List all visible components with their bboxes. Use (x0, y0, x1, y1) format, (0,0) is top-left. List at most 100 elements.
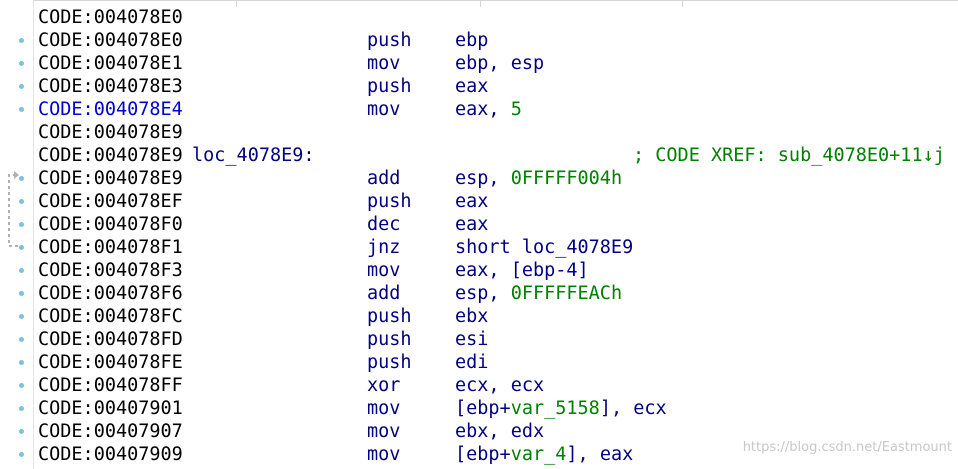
operands[interactable]: eax, 5 (455, 98, 522, 121)
address[interactable]: CODE:004078FD (38, 329, 183, 350)
address[interactable]: CODE:00407901 (38, 398, 183, 419)
operand-text: eax, [ebp-4] (455, 260, 589, 281)
instruction-dot-icon (19, 383, 24, 388)
mnemonic[interactable]: mov (367, 444, 401, 465)
xref-comment[interactable]: ; CODE XREF: sub_4078E0+11↓j (633, 145, 945, 166)
operands[interactable]: ebx, edx (455, 420, 544, 443)
mnemonic[interactable]: push (367, 76, 412, 97)
operands[interactable]: [ebp+var_4], eax (455, 443, 633, 466)
address[interactable]: CODE:004078FF (38, 375, 183, 396)
address[interactable]: CODE:004078F1 (38, 237, 183, 258)
listing-row[interactable]: CODE:004078FC push ebx (38, 305, 956, 328)
address[interactable]: CODE:004078F6 (38, 283, 183, 304)
address[interactable]: CODE:004078F0 (38, 214, 183, 235)
address[interactable]: CODE:00407909 (38, 444, 183, 465)
operands[interactable]: short loc_4078E9 (455, 236, 633, 259)
operands[interactable]: esp, 0FFFFF004h (455, 167, 622, 190)
mnemonic[interactable]: push (367, 352, 412, 373)
operand-text: eax (455, 191, 489, 212)
listing-row[interactable]: CODE:004078F3 mov eax, [ebp-4] (38, 259, 956, 282)
column-tick (236, 0, 237, 7)
instruction-dot-icon (19, 61, 24, 66)
address[interactable]: CODE:004078E3 (38, 76, 183, 97)
mnemonic[interactable]: mov (367, 260, 401, 281)
operand-text: ], ecx (599, 398, 667, 419)
mnemonic[interactable]: jnz (367, 237, 401, 258)
instruction-dot-icon (19, 199, 24, 204)
address[interactable]: CODE:004078F3 (38, 260, 183, 281)
listing-row[interactable]: CODE:004078FF xor ecx, ecx (38, 374, 956, 397)
operand-text: ebp (455, 30, 489, 51)
address[interactable]: CODE:004078E0 (38, 30, 183, 51)
listing-row[interactable]: CODE:004078E3 push eax (38, 75, 956, 98)
listing-row[interactable]: CODE:00407907 mov ebx, edx (38, 420, 956, 443)
listing-row[interactable]: CODE:004078F0 dec eax (38, 213, 956, 236)
mnemonic[interactable]: mov (367, 99, 401, 120)
mnemonic[interactable]: add (367, 168, 401, 189)
instruction-dot-icon (19, 38, 24, 43)
operand-text: eax, (455, 99, 511, 120)
operands[interactable]: eax (455, 213, 488, 236)
operand-text: ebx, edx (455, 421, 545, 442)
address[interactable]: CODE:004078FE (38, 352, 183, 373)
address[interactable]: CODE:00407907 (38, 421, 183, 442)
mnemonic[interactable]: xor (367, 375, 401, 396)
address[interactable]: CODE:004078E9 (38, 145, 183, 166)
listing-row[interactable]: CODE:004078E9 loc_4078E9: ; CODE XREF: sub… (38, 144, 956, 167)
mnemonic[interactable]: mov (367, 53, 401, 74)
arrow-gutter (0, 0, 34, 469)
mnemonic[interactable]: push (367, 306, 412, 327)
instruction-dot-icon (19, 222, 24, 227)
listing-row[interactable]: CODE:00407909 mov [ebp+var_4], eax (38, 443, 956, 466)
operands[interactable]: edi (455, 351, 488, 374)
listing-row[interactable]: CODE:004078FD push esi (38, 328, 956, 351)
listing-row[interactable]: CODE:004078EF push eax (38, 190, 956, 213)
operands[interactable]: ebp (455, 29, 488, 52)
code-label[interactable]: loc_4078E9: (192, 145, 315, 166)
listing-row[interactable]: CODE:004078FE push edi (38, 351, 956, 374)
operand-number: 0FFFFF004h (510, 168, 623, 189)
operands[interactable]: esi (455, 328, 488, 351)
address[interactable]: CODE:004078FC (38, 306, 183, 327)
operands[interactable]: eax, [ebp-4] (455, 259, 589, 282)
instruction-dot-icon (19, 84, 24, 89)
listing-row[interactable]: CODE:00407901 mov [ebp+var_5158], ecx (38, 397, 956, 420)
operands[interactable]: eax (455, 190, 488, 213)
operand-text: [ebp+ (455, 444, 511, 465)
listing-row[interactable]: CODE:004078E0 push ebp (38, 29, 956, 52)
operands[interactable]: esp, 0FFFFFEACh (455, 282, 622, 305)
operands[interactable]: [ebp+var_5158], ecx (455, 397, 667, 420)
mnemonic[interactable]: mov (367, 421, 401, 442)
jump-arrow-icon (8, 171, 19, 247)
listing-row[interactable]: CODE:004078F6 add esp, 0FFFFFEACh (38, 282, 956, 305)
mnemonic[interactable]: dec (367, 214, 401, 235)
address[interactable]: CODE:004078E1 (38, 53, 183, 74)
address[interactable]: CODE:004078E0 (38, 7, 183, 28)
mnemonic[interactable]: mov (367, 398, 401, 419)
listing-row[interactable]: CODE:004078E1 mov ebp, esp (38, 52, 956, 75)
mnemonic[interactable]: add (367, 283, 401, 304)
instruction-dot-icon (19, 268, 24, 273)
operands[interactable]: ecx, ecx (455, 374, 544, 397)
listing-row[interactable]: CODE:004078E9 add esp, 0FFFFF004h (38, 167, 956, 190)
address[interactable]: CODE:004078E9 (38, 122, 183, 143)
listing-row[interactable]: CODE:004078E0 (38, 6, 956, 29)
listing-row[interactable]: CODE:004078E4 mov eax, 5 (38, 98, 956, 121)
address[interactable]: CODE:004078E9 (38, 168, 183, 189)
operand-variable: var_4 (510, 444, 567, 465)
listing-row[interactable]: CODE:004078F1 jnz short loc_4078E9 (38, 236, 956, 259)
address[interactable]: CODE:004078EF (38, 191, 183, 212)
mnemonic[interactable]: push (367, 329, 412, 350)
operand-text: eax (455, 214, 489, 235)
address[interactable]: CODE:004078E4 (38, 99, 183, 120)
gutter-divider (33, 0, 34, 469)
operands[interactable]: ebp, esp (455, 52, 544, 75)
mnemonic[interactable]: push (367, 30, 412, 51)
operands[interactable]: eax (455, 75, 488, 98)
mnemonic[interactable]: push (367, 191, 412, 212)
operands[interactable]: ebx (455, 305, 488, 328)
listing-row[interactable]: CODE:004078E9 (38, 121, 956, 144)
operand-text: edi (455, 352, 489, 373)
operand-text: esi (455, 329, 489, 350)
